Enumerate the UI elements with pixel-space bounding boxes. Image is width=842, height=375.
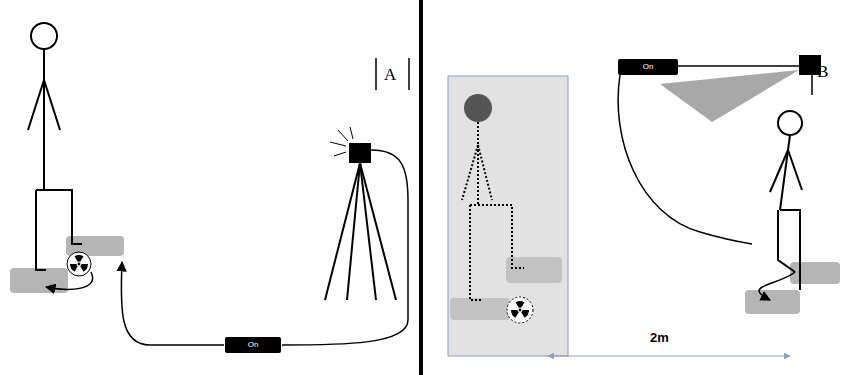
switch-cable <box>121 262 224 345</box>
switch-cable-b <box>618 75 752 244</box>
panel-letter: A <box>384 66 396 83</box>
panel-letter: B <box>817 63 828 80</box>
switch-box: On <box>225 337 281 353</box>
steps-b-previous <box>450 257 562 320</box>
distance-label: 2m <box>648 331 671 344</box>
camera-cable-b <box>678 65 799 67</box>
switch-label: On <box>643 63 654 71</box>
camera-view-cone <box>660 70 799 122</box>
previous-position-panel <box>448 76 568 356</box>
stick-figure-a <box>28 23 82 270</box>
camera-cable <box>282 150 408 345</box>
rotation-arrow-b <box>759 272 795 300</box>
distance-arrow <box>548 356 790 357</box>
steps-a <box>10 236 124 293</box>
radiation-source-a <box>67 252 91 276</box>
tripod-camera <box>325 127 396 300</box>
label-bars-a <box>376 58 409 90</box>
rotation-arrow <box>46 272 93 289</box>
dark-head <box>464 94 492 122</box>
switch-label: On <box>248 341 259 349</box>
radiation-source-b <box>507 297 533 323</box>
label-bar-b <box>811 64 813 95</box>
dotted-stick-figure <box>462 122 524 300</box>
panel-divider <box>419 0 423 375</box>
stick-figure-b <box>770 111 802 290</box>
switch-box: On <box>618 59 678 75</box>
